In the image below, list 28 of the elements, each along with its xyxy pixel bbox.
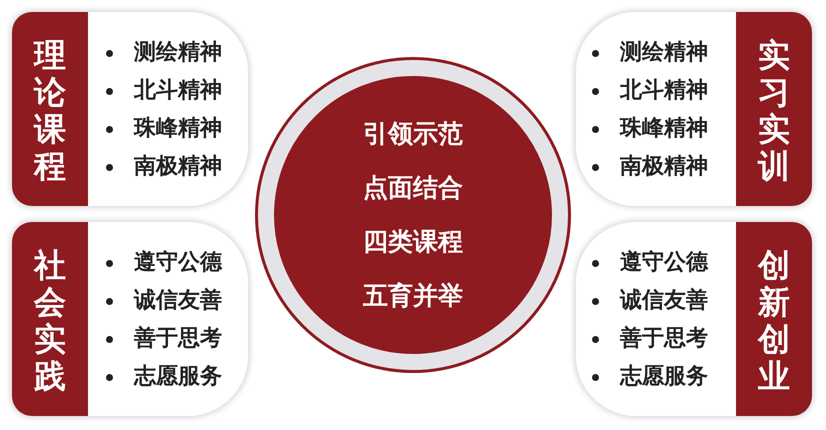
bullet-text: 志愿服务	[620, 364, 708, 389]
bullet-text: 善于思考	[134, 326, 222, 351]
info-card	[12, 222, 248, 416]
circle-text: 引领示范	[363, 118, 463, 150]
bullet-text: 志愿服务	[134, 364, 222, 389]
circle-text: 五育并举	[363, 280, 463, 312]
bullet-text: 南极精神	[134, 154, 222, 179]
circle-text: 四类课程	[363, 226, 463, 258]
bullet-text: 北斗精神	[620, 78, 708, 103]
bullet-text: 北斗精神	[134, 78, 222, 103]
card-title: 创新创业	[757, 247, 791, 395]
bullet-text: 珠峰精神	[620, 116, 708, 141]
bullet-text: 遵守公德	[620, 250, 708, 275]
info-card	[576, 12, 812, 206]
bullet-text: 南极精神	[620, 154, 708, 179]
card-title: 实习实训	[757, 37, 791, 185]
card-title: 理论课程	[33, 37, 67, 185]
bullet-text: 遵守公德	[134, 250, 222, 275]
bullet-text: 测绘精神	[134, 40, 222, 65]
info-card	[576, 222, 812, 416]
bullet-text: 珠峰精神	[134, 116, 222, 141]
circle-text: 点面结合	[363, 172, 463, 204]
bullet-text: 善于思考	[620, 326, 708, 351]
bullet-text: 诚信友善	[620, 288, 708, 313]
info-card	[12, 12, 248, 206]
bullet-text: 诚信友善	[134, 288, 222, 313]
card-title: 社会实践	[33, 247, 67, 395]
bullet-text: 测绘精神	[620, 40, 708, 65]
